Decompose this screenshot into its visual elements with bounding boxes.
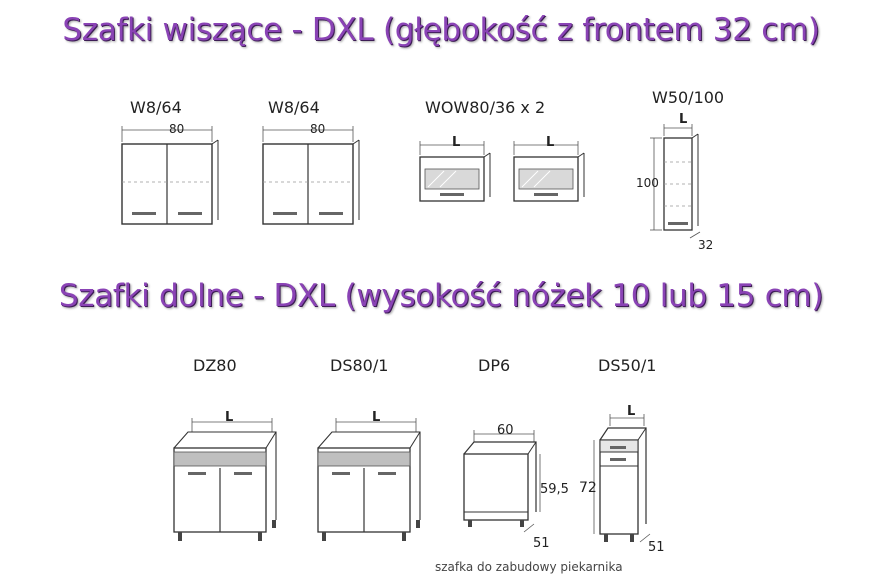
cabinet-code-dz80: DZ80 [193, 356, 237, 375]
width-label-w8-64-a: 80 [169, 122, 185, 136]
depth-label-ds50-1: 51 [648, 540, 665, 555]
cabinet-drawing-w50-100 [650, 124, 701, 239]
depth-label-dp6: 51 [533, 536, 550, 551]
cabinet-drawing-dp6 [463, 430, 541, 533]
cabinet-code-dp6: DP6 [478, 356, 511, 375]
oven-cabinet-note: szafka do zabudowy piekarnika [435, 560, 623, 574]
width-label-w8-64-b: 80 [310, 122, 326, 136]
width-label-dz80: L [225, 410, 234, 425]
height-label-w50-100: 100 [636, 176, 659, 190]
cabinet-drawing-ds80-1 [317, 418, 421, 541]
width-label-w50-100: L [679, 112, 688, 127]
height-label-dp6: 59,5 [540, 482, 569, 497]
width-label-wow80-left: L [452, 135, 461, 150]
cabinet-code-ds80-1: DS80/1 [330, 356, 389, 375]
cabinet-code-w50-100: W50/100 [652, 88, 725, 107]
cabinet-code-w8-64-b: W8/64 [268, 98, 320, 117]
width-label-dp6: 60 [497, 423, 514, 438]
width-label-wow80-right: L [546, 135, 555, 150]
cabinet-drawing-w8-64-a [121, 126, 219, 225]
depth-label-w50-100: 32 [698, 238, 714, 252]
wall-cabinets-heading: Szafki wiszące - DXL (głębokość z fronte… [62, 12, 820, 48]
cabinet-drawing-dz80 [173, 418, 277, 541]
cabinet-code-w8-64-a: W8/64 [130, 98, 182, 117]
cabinet-drawing-w8-64-b [262, 126, 360, 225]
cabinet-code-ds50-1: DS50/1 [598, 356, 657, 375]
cabinet-code-wow80-36: WOW80/36 x 2 [425, 98, 546, 117]
cabinet-drawing-ds50-1 [593, 414, 651, 543]
base-cabinets-heading: Szafki dolne - DXL (wysokość nóżek 10 lu… [58, 278, 824, 314]
width-label-ds50-1: L [627, 404, 636, 419]
width-label-ds80-1: L [372, 410, 381, 425]
cabinet-drawing-wow80-36 [419, 141, 585, 202]
height-label-ds50-1: 72 [579, 480, 597, 496]
